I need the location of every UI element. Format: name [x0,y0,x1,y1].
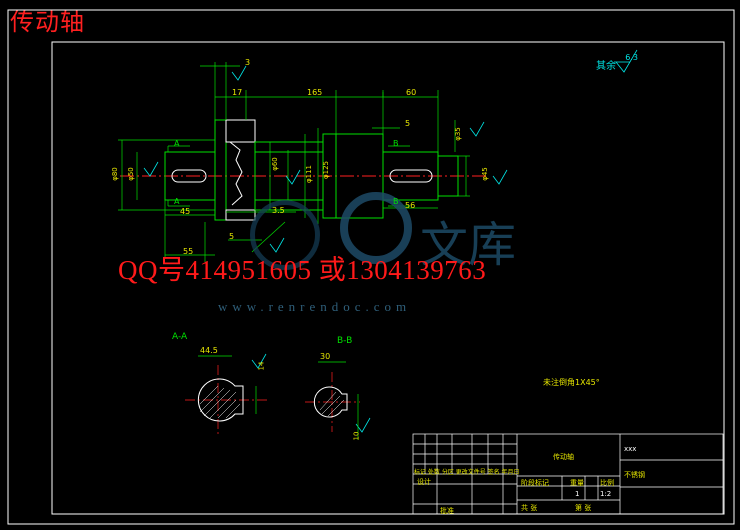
title-material: 不锈钢 [624,471,645,479]
shaft-collar [214,119,256,221]
section-bb-width: 30 [320,352,331,361]
title-part-name: 传动轴 [553,453,574,461]
dim-60: 60 [406,88,417,97]
title-scale-value: 1:2 [600,490,612,498]
title-company: xxx [624,445,637,453]
dim-phi35: φ35 [453,127,462,141]
dim-56: 56 [405,201,416,210]
roughness-value: 6.3 [625,53,638,62]
dim-phi125: φ125 [321,161,330,179]
section-aa-width: 44.5 [200,346,218,355]
dimension-lines [118,62,470,262]
dim-phi60: φ60 [270,157,279,171]
title-scale-label: 比例 [600,479,614,487]
dim-phi45: φ45 [480,167,489,181]
dim-5-bottom: 5 [229,232,235,241]
dim-17: 17 [232,88,243,97]
dim-55: 55 [183,247,194,256]
left-keyway [171,169,207,183]
inner-frame [51,41,725,515]
section-aa-label: A-A [172,332,188,342]
title-stage-label: 阶段标记 [521,479,549,487]
dim-phi80: φ80 [110,167,119,181]
roughness-note: 其余 6.3 [596,53,638,72]
right-keyway [389,169,433,183]
section-bb-key: 10 [352,431,361,441]
dim-3-5: 3.5 [272,206,285,215]
title-designer: 设计 [417,478,431,486]
section-bb-label: B-B [337,336,353,346]
section-mark-a-bottom: A [174,197,180,206]
dim-phi50: φ50 [126,167,135,181]
watermark-brand: 文库 [420,217,517,273]
collar-hatch-top [225,119,256,143]
drawing-title: 传动轴 [10,8,85,36]
section-bb [305,361,360,440]
collar-hatch-bottom [225,209,256,221]
title-qty-value: 1 [575,490,580,498]
section-mark-b-bottom: B [393,197,399,206]
section-aa-key: 14 [257,361,266,371]
title-weight-label: 重量 [570,479,584,487]
title-sheet-left: 共 张 [521,504,538,512]
outer-frame [7,9,735,525]
roughness-prefix: 其余 [596,61,616,72]
watermark-contact: QQ号414951605 或1304139763 [118,255,487,285]
watermark-ring-icon [250,200,320,270]
dim-phi111: φ111 [304,165,313,183]
watermark-url: www.renrendoc.com [218,299,412,314]
title-block [412,433,724,515]
section-mark-b-top: B [393,139,399,148]
title-sheet-right: 第 张 [575,504,592,512]
title-revision-row: 标记 处数 分区 更改文件号 签名 年月日 [414,469,520,476]
chamfer-note: 未注倒角1X45° [543,378,600,387]
dim-45: 45 [180,207,191,216]
dim-165: 165 [307,88,323,97]
section-mark-a-top: A [174,139,180,148]
break-line [229,141,243,206]
watermark-logo-icon [340,192,412,264]
title-approve: 批准 [440,507,454,515]
section-aa [185,355,270,436]
dim-5-right: 5 [405,119,411,128]
roughness-symbol-general [615,49,638,73]
dim-3: 3 [245,58,251,67]
